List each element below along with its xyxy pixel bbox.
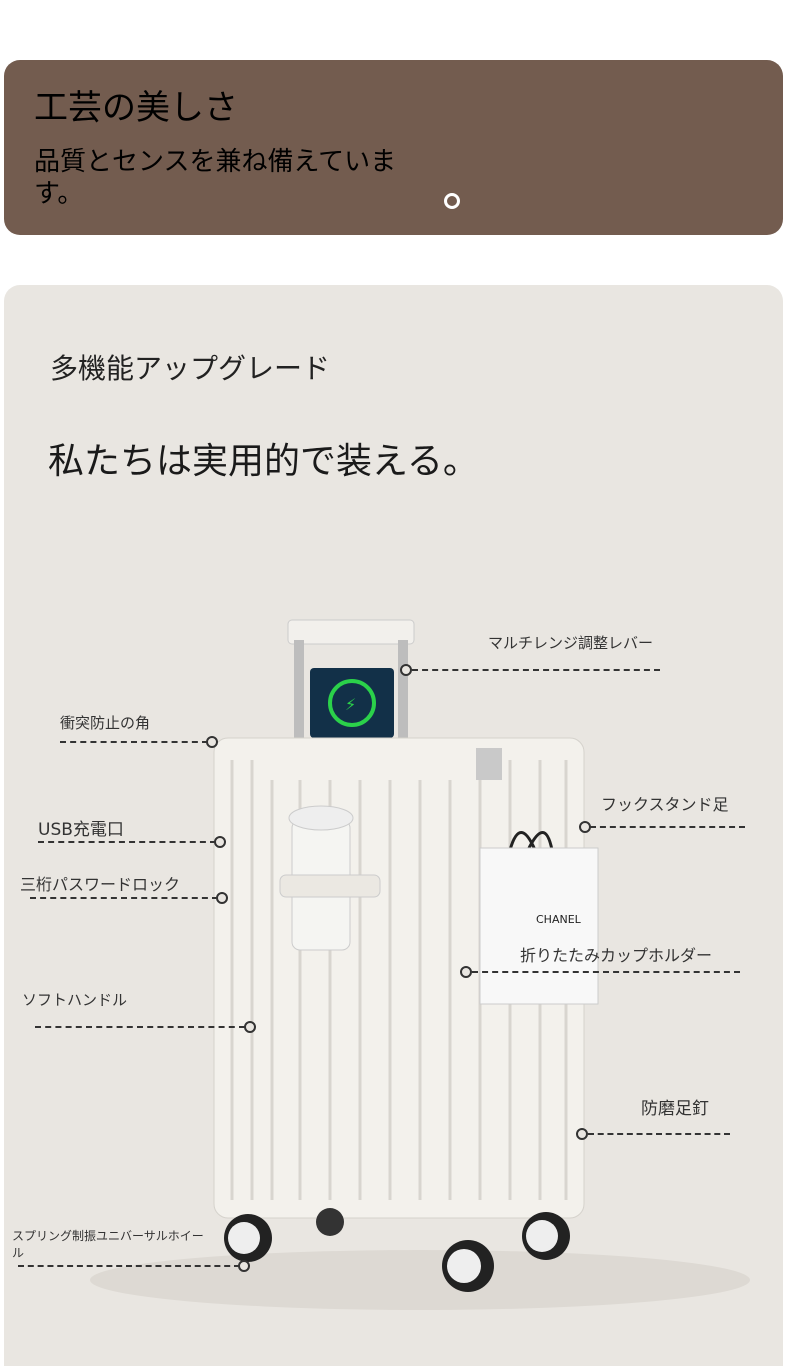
callout-node (579, 821, 591, 833)
callout-cup-holder: 折りたたみカップホルダー (520, 946, 713, 965)
callout-hook-stand: フックスタンド足 (601, 795, 729, 814)
callout-leader (590, 826, 745, 828)
banner-subtitle: 品質とセンスを兼ね備えています。 (34, 147, 397, 209)
callout-node (460, 966, 472, 978)
feature-heading: 多機能アップグレード (50, 352, 331, 385)
callout-leader (35, 1026, 245, 1028)
callout-leader (412, 669, 660, 671)
feature-tagline: 私たちは実用的で装える。 (48, 441, 479, 482)
callout-node (216, 892, 228, 904)
callout-node (400, 664, 412, 676)
callout-leader (588, 1133, 730, 1135)
banner-title: 工芸の美しさ (34, 88, 238, 128)
callout-foot-studs: 防磨足釘 (641, 1099, 709, 1119)
callout-adjust-lever: マルチレンジ調整レバー (488, 634, 654, 652)
banner-card (4, 60, 783, 235)
circle-icon (444, 193, 460, 209)
callout-leader (18, 1265, 240, 1267)
callout-leader (60, 741, 208, 743)
callout-corner-guard: 衝突防止の角 (60, 714, 151, 732)
callout-usb-port: USB充電口 (38, 820, 124, 840)
callout-node (576, 1128, 588, 1140)
bag-brand: CHANEL (536, 913, 581, 926)
svg-text:⚡: ⚡ (345, 695, 356, 714)
callout-node (214, 836, 226, 848)
callout-combination-lock: 三桁パスワードロック (20, 875, 181, 894)
callout-leader (38, 841, 216, 843)
callout-soft-handle: ソフトハンドル (22, 991, 128, 1009)
callout-node (206, 736, 218, 748)
callout-node (244, 1021, 256, 1033)
charging-icon (328, 679, 376, 727)
callout-leader (472, 971, 740, 973)
callout-node (238, 1260, 250, 1272)
callout-spinner-wheels: スプリング制振ユニバーサルホイール (12, 1229, 204, 1260)
callout-leader (30, 897, 218, 899)
